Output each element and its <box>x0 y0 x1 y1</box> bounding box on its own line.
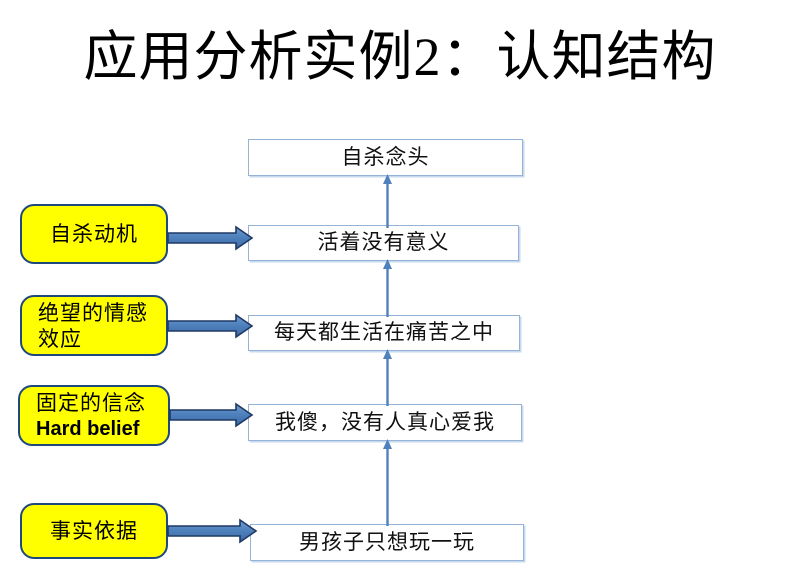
chain-box-suicidal-thought: 自杀念头 <box>248 139 523 176</box>
chain-box-boy-just-playing: 男孩子只想玩一玩 <box>250 524 524 561</box>
chain-box-label: 我傻，没有人真心爱我 <box>275 409 495 434</box>
up-arrow-icon <box>379 174 396 228</box>
cause-box-factual-basis: 事实依据 <box>20 503 168 559</box>
cause-box-label-line2: 效应 <box>38 326 82 351</box>
chain-box-label: 活着没有意义 <box>317 230 450 255</box>
chain-box-label: 男孩子只想玩一玩 <box>299 529 475 554</box>
chain-box-nobody-loves-me: 我傻，没有人真心爱我 <box>248 404 522 441</box>
up-arrow-icon <box>379 259 396 317</box>
right-block-arrow-icon <box>168 402 254 428</box>
right-block-arrow-icon <box>166 225 254 251</box>
right-block-arrow-icon <box>166 518 258 544</box>
up-arrow-icon <box>379 349 396 406</box>
right-block-arrow-icon <box>166 313 254 339</box>
cause-box-hard-belief: 固定的信念 Hard belief <box>18 385 170 446</box>
cause-box-label-line1: 绝望的情感 <box>38 300 148 325</box>
cause-box-despair-emotion: 绝望的情感 效应 <box>20 295 168 356</box>
cause-box-label-line2: Hard belief <box>36 417 140 440</box>
chain-box-life-meaningless: 活着没有意义 <box>248 225 519 261</box>
up-arrow-icon <box>379 439 396 526</box>
cause-box-label-line1: 固定的信念 <box>36 390 146 415</box>
chain-box-daily-suffering: 每天都生活在痛苦之中 <box>248 315 520 351</box>
chain-box-label: 每天都生活在痛苦之中 <box>274 320 494 345</box>
page-title: 应用分析实例2：认知结构 <box>83 27 717 87</box>
chain-box-label: 自杀念头 <box>341 144 430 169</box>
cause-box-suicide-motive: 自杀动机 <box>20 204 168 264</box>
cause-box-label-line1: 事实依据 <box>50 519 138 543</box>
cause-box-label-line1: 自杀动机 <box>50 222 138 246</box>
